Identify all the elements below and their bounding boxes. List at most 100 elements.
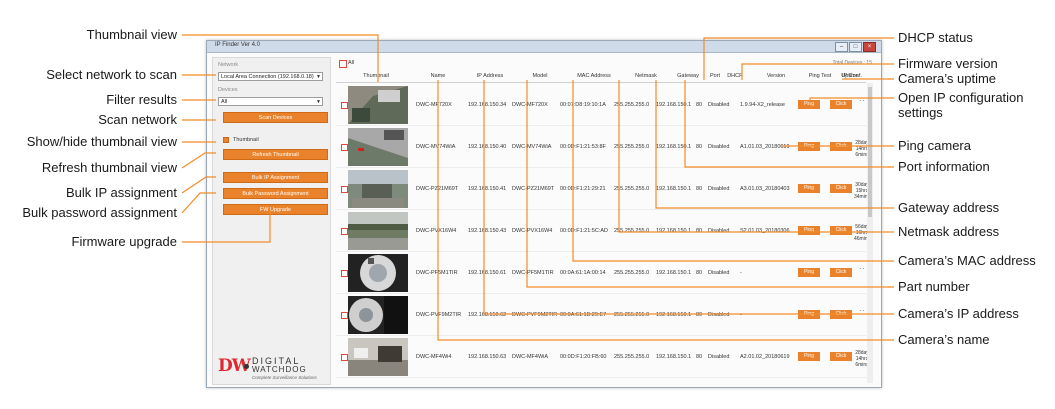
- ping-button[interactable]: Ping: [798, 100, 820, 109]
- camera-thumbnail: [348, 296, 408, 334]
- column-header-netmask[interactable]: Netmask: [635, 73, 657, 79]
- scan-devices-button[interactable]: Scan Devices: [223, 112, 328, 123]
- callout-bulk-ip: Bulk IP assignment: [65, 185, 177, 200]
- bulk-ip-assignment-button[interactable]: Bulk IP Assignment: [223, 172, 328, 183]
- ip-config-click-button[interactable]: Click: [830, 226, 852, 235]
- total-devices-count: Total Devices : 15: [832, 60, 872, 66]
- cell-mac: 00:0D:F1:21:53:8F: [560, 144, 606, 150]
- cell-netmask: 255.255.255.0: [614, 354, 650, 360]
- thumbnail-checkbox[interactable]: [223, 137, 229, 143]
- camera-thumbnail: [348, 212, 408, 250]
- ping-button[interactable]: Ping: [798, 184, 820, 193]
- callout-scan-network: Scan network: [98, 112, 177, 127]
- row-checkbox[interactable]: [341, 186, 348, 193]
- devices-filter-select[interactable]: All ▼: [218, 97, 323, 106]
- cell-dhcp: Disabled: [708, 270, 730, 276]
- column-header-name[interactable]: Name: [430, 73, 446, 79]
- cell-model: DWC-PZ21M69T: [512, 186, 555, 192]
- column-header-model[interactable]: Model: [532, 73, 548, 79]
- column-header-port[interactable]: Port: [709, 73, 721, 79]
- row-checkbox[interactable]: [341, 144, 348, 151]
- cell-model: DWC-MV74WiA: [512, 144, 552, 150]
- cell-gateway: 192.168.150.1: [656, 270, 692, 276]
- cell-version: A2.01.02_20180619: [740, 354, 790, 360]
- cell-version: 1.9.94-X2_release: [740, 102, 785, 108]
- ping-button[interactable]: Ping: [798, 226, 820, 235]
- bulk-password-assignment-button[interactable]: Bulk Password Assignment: [223, 188, 328, 199]
- callout-ping-camera: Ping camera: [898, 138, 971, 153]
- ping-button[interactable]: Ping: [798, 352, 820, 361]
- callout-dhcp-status: DHCP status: [898, 30, 973, 45]
- column-header-ip-address[interactable]: IP Address: [476, 73, 504, 79]
- callout-part-number: Part number: [898, 279, 970, 294]
- cell-model: DWC-MF4WiA: [512, 354, 549, 360]
- ip-config-click-button[interactable]: Click: [830, 142, 852, 151]
- column-header-thumbnail[interactable]: Thumbnail: [363, 73, 389, 79]
- row-checkbox[interactable]: [341, 102, 348, 109]
- ip-config-click-button[interactable]: Click: [830, 100, 852, 109]
- cell-dhcp: Disabled: [708, 186, 730, 192]
- ping-button[interactable]: Ping: [798, 142, 820, 151]
- cell-gateway: 192.168.150.1: [656, 144, 692, 150]
- cell-dhcp: Disabled: [708, 354, 730, 360]
- column-header-dhcp[interactable]: DHCP: [727, 73, 743, 79]
- callout-refresh-thumbnail: Refresh thumbnail view: [41, 160, 177, 175]
- ip-config-click-button[interactable]: Click: [830, 184, 852, 193]
- row-checkbox[interactable]: [341, 354, 348, 361]
- chevron-down-icon: ▼: [316, 74, 321, 80]
- callout-netmask-address: Netmask address: [898, 224, 1000, 239]
- cell-ip: 192.168.150.34: [468, 102, 507, 108]
- cell-port: 80: [696, 270, 703, 276]
- callout-open-ip-config-settings: settings: [898, 105, 943, 120]
- row-checkbox[interactable]: [341, 228, 348, 235]
- scrollbar-thumb[interactable]: [868, 87, 872, 217]
- network-select[interactable]: Local Area Connection (192.168.0.18) ▼: [218, 72, 323, 81]
- column-header-uptime[interactable]: Uptime: [841, 73, 859, 79]
- row-checkbox[interactable]: [341, 312, 348, 319]
- cell-name: DWC-MF4Wi4: [416, 354, 452, 360]
- cell-gateway: 192.168.150.1: [656, 186, 692, 192]
- ping-button[interactable]: Ping: [798, 268, 820, 277]
- cell-mac: 00:0A:61:1B:29:E7: [560, 312, 607, 318]
- chevron-down-icon: ▼: [316, 99, 321, 105]
- column-header-mac-address[interactable]: MAC Address: [577, 73, 611, 79]
- uptime-line1: - -: [859, 308, 865, 314]
- cell-ip: 192.168.150.61: [468, 270, 507, 276]
- close-icon[interactable]: ×: [863, 42, 876, 52]
- cell-gateway: 192.168.150.1: [656, 102, 692, 108]
- ip-config-click-button[interactable]: Click: [830, 268, 852, 277]
- cell-name: DWC-MF720X: [416, 102, 452, 108]
- callout-ip-address: Camera’s IP address: [898, 306, 1019, 321]
- select-all-checkbox[interactable]: [339, 60, 347, 68]
- refresh-thumbnail-button[interactable]: Refresh Thumbnail: [223, 149, 328, 160]
- ip-config-click-button[interactable]: Click: [830, 352, 852, 361]
- callout-thumbnail-view: Thumbnail view: [86, 27, 177, 42]
- cell-mac: 00:0D:F1:20:FB:60: [560, 354, 607, 360]
- maximize-icon[interactable]: □: [849, 42, 862, 52]
- cell-dhcp: Disabled: [708, 102, 730, 108]
- ip-config-click-button[interactable]: Click: [830, 310, 852, 319]
- left-control-panel: Network Local Area Connection (192.168.0…: [212, 57, 331, 385]
- cell-name: DWC-PF5M1TIR: [416, 270, 458, 276]
- vertical-scrollbar[interactable]: [867, 83, 873, 383]
- fw-upgrade-button[interactable]: FW Upgrade: [223, 204, 328, 215]
- column-header-version[interactable]: Version: [766, 73, 786, 79]
- callout-select-network: Select network to scan: [46, 67, 177, 82]
- minimize-icon[interactable]: –: [835, 42, 848, 52]
- ping-button[interactable]: Ping: [798, 310, 820, 319]
- cell-mac: 00:0D:F1:21:5C:AD: [560, 228, 608, 234]
- row-checkbox[interactable]: [341, 270, 348, 277]
- cell-gateway: 192.168.150.1: [656, 354, 692, 360]
- callout-firmware-upgrade: Firmware upgrade: [71, 234, 178, 249]
- column-header-gateway[interactable]: Gateway: [677, 73, 699, 79]
- cell-netmask: 255.255.255.0: [614, 102, 650, 108]
- thumbnail-checkbox-label: Thumbnail: [233, 137, 259, 143]
